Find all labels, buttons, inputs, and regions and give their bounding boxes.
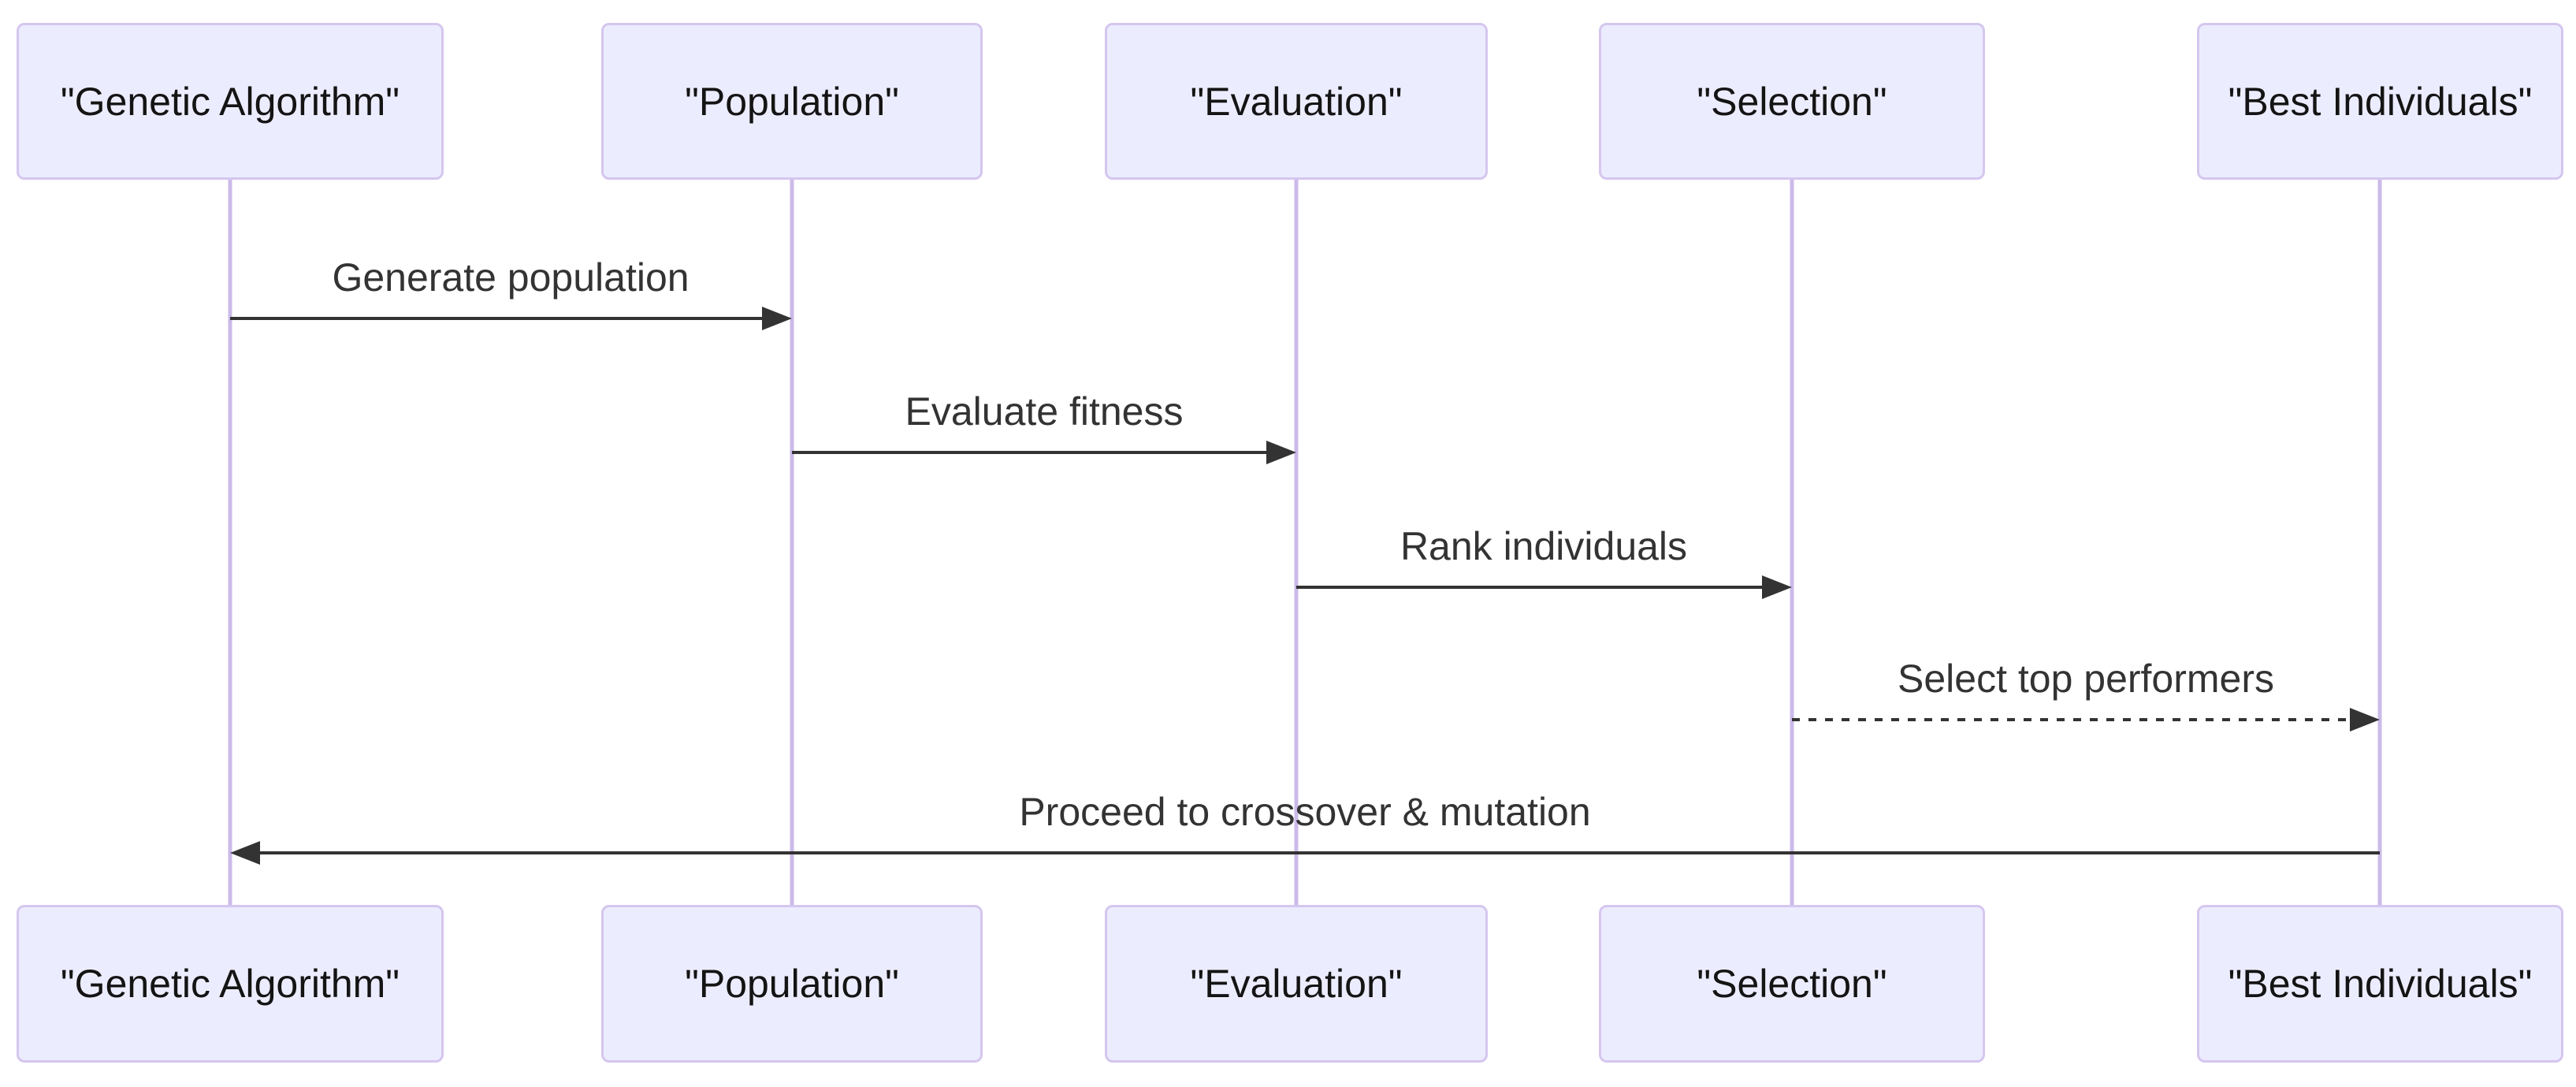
message-label-proceed-to-crossover-mutation: Proceed to crossover & mutation (1019, 790, 1591, 834)
message-label-generate-population: Generate population (332, 255, 690, 300)
arrowhead-right-icon (1266, 441, 1296, 464)
actor-genetic-algorithm-top: "Genetic Algorithm" (17, 23, 444, 180)
actor-population-bottom: "Population" (601, 905, 983, 1063)
actor-label: "Selection" (1697, 79, 1887, 124)
actor-selection-top: "Selection" (1599, 23, 1985, 180)
actor-evaluation-bottom: "Evaluation" (1105, 905, 1488, 1063)
arrowhead-right-icon (2350, 708, 2380, 731)
message-label-select-top-performers: Select top performers (1898, 657, 2274, 701)
actor-population-top: "Population" (601, 23, 983, 180)
actor-label: "Genetic Algorithm" (60, 962, 400, 1006)
message-label-rank-individuals: Rank individuals (1400, 524, 1688, 568)
actor-best-individuals-bottom: "Best Individuals" (2197, 905, 2563, 1063)
actor-label: "Evaluation" (1190, 79, 1403, 124)
message-label-evaluate-fitness: Evaluate fitness (905, 389, 1184, 434)
actor-genetic-algorithm-bottom: "Genetic Algorithm" (17, 905, 444, 1063)
actor-label: "Best Individuals" (2228, 962, 2533, 1006)
arrowhead-right-icon (762, 307, 792, 330)
arrowhead-left-icon (230, 841, 260, 865)
actor-label: "Best Individuals" (2228, 79, 2533, 124)
actor-label: "Evaluation" (1190, 962, 1403, 1006)
actor-selection-bottom: "Selection" (1599, 905, 1985, 1063)
actor-evaluation-top: "Evaluation" (1105, 23, 1488, 180)
arrowhead-right-icon (1762, 575, 1792, 599)
actor-best-individuals-top: "Best Individuals" (2197, 23, 2563, 180)
actor-label: "Population" (685, 79, 899, 124)
actor-label: "Selection" (1697, 962, 1887, 1006)
actor-label: "Genetic Algorithm" (60, 79, 400, 124)
actor-label: "Population" (685, 962, 899, 1006)
